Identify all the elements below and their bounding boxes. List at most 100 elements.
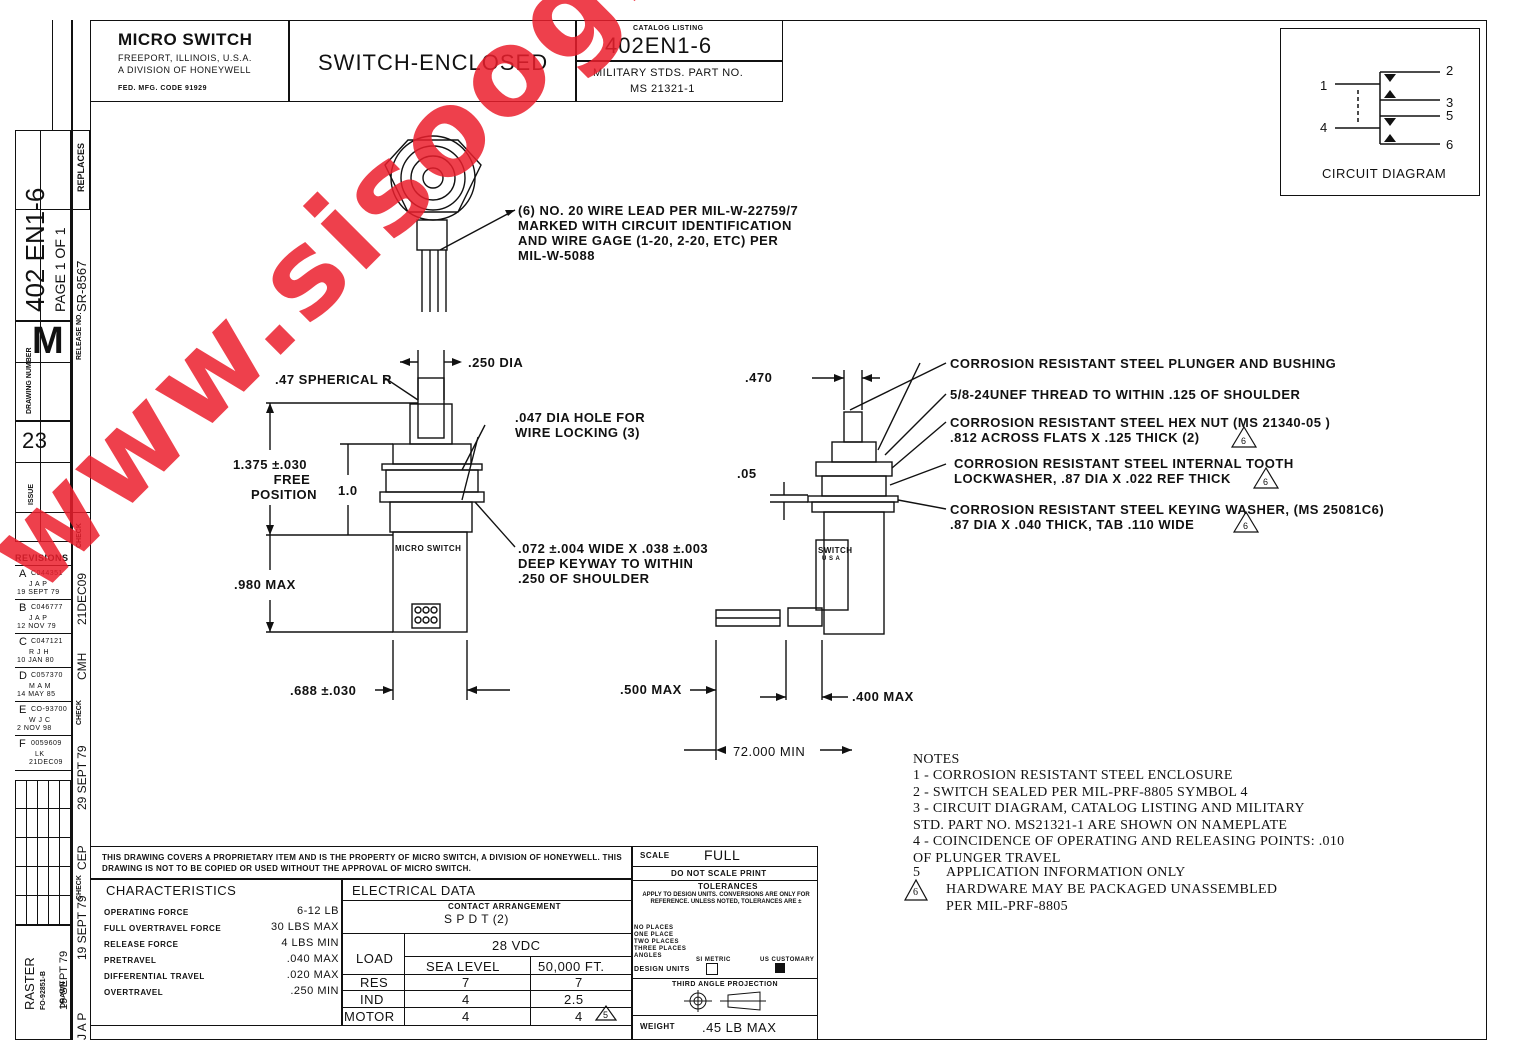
hole-callout: .047 DIA HOLE FOR WIRE LOCKING (3) xyxy=(515,410,646,440)
dim-1-0: 1.0 xyxy=(338,483,358,498)
pin-3: 3 xyxy=(1446,95,1454,110)
rev-row: A C044351 J A P 19 SEPT 79 xyxy=(15,565,71,600)
circuit-diagram-schematic xyxy=(1335,71,1440,145)
pin-6: 6 xyxy=(1446,137,1454,152)
mil-label: MILITARY STDS. PART NO. xyxy=(593,67,744,79)
note-5-text: APPLICATION INFORMATION ONLY xyxy=(946,865,1186,880)
free-position-callout: 1.375 ±.030 FREE POSITION xyxy=(232,457,318,502)
w-688-label: .688 ±.030 xyxy=(290,683,357,698)
min-72-label: 72.000 MIN xyxy=(733,744,806,759)
pin-1: 1 xyxy=(1320,78,1328,93)
company-address: FREEPORT, ILLINOIS, U.S.A. xyxy=(118,53,252,63)
note-6-number: 6 xyxy=(913,887,919,898)
char-row: OVERTRAVEL .250 MIN xyxy=(104,985,339,997)
scale-label: SCALE xyxy=(640,851,670,860)
scale-value: FULL xyxy=(704,847,741,863)
rev-row: B C046777 J A P 12 NOV 79 xyxy=(15,599,71,634)
max-980-label: .980 MAX xyxy=(234,577,296,592)
side-nameplate-usa: U S A xyxy=(822,556,841,562)
res-sea: 7 xyxy=(462,975,470,990)
voltage-label: 28 VDC xyxy=(492,938,541,953)
circuit-diagram-title: CIRCUIT DIAGRAM xyxy=(1322,166,1447,181)
body-nameplate: MICRO SWITCH xyxy=(395,544,462,553)
third-angle-projection-icon xyxy=(684,990,766,1012)
tolerances-title: TOLERANCES xyxy=(698,882,758,891)
hexnut-callout: CORROSION RESISTANT STEEL HEX NUT (MS 21… xyxy=(950,415,1331,445)
notes-title: NOTES xyxy=(913,752,960,767)
char-row: OPERATING FORCE 6-12 LB xyxy=(104,905,339,917)
rev-row: D C057370 M A M 14 MAY 85 xyxy=(15,667,71,702)
drawing-letter: M xyxy=(32,320,65,362)
tolerance-rows: NO PLACES ONE PLACE TWO PLACES THREE PLA… xyxy=(634,925,687,959)
us-customary-label: US CUSTOMARY xyxy=(760,957,815,963)
characteristics-table: OPERATING FORCE 6-12 LB FULL OVERTRAVEL … xyxy=(104,905,339,1001)
revisions-table: A C044351 J A P 19 SEPT 79 B C046777 J A… xyxy=(15,565,71,780)
note6-flag-3: 6 xyxy=(1243,521,1249,531)
fed-code: FED. MFG. CODE 91929 xyxy=(118,85,207,92)
company-division: A DIVISION OF HONEYWELL xyxy=(118,65,252,75)
pin-2: 2 xyxy=(1446,63,1454,78)
altitude-header: 50,000 FT. xyxy=(538,959,605,974)
note-item: 2 - SWITCH SEALED PER MIL-PRF-8805 SYMBO… xyxy=(913,784,1248,800)
load-header: LOAD xyxy=(356,951,394,966)
thread-callout: 5/8-24UNEF THREAD TO WITHIN .125 OF SHOU… xyxy=(950,387,1301,402)
proprietary-note: THIS DRAWING COVERS A PROPRIETARY ITEM A… xyxy=(102,853,622,873)
keyway-callout: .072 ±.004 WIDE X .038 ±.003 DEEP KEYWAY… xyxy=(518,541,709,586)
char-row: DIFFERENTIAL TRAVEL .020 MAX xyxy=(104,969,339,981)
keying-washer-callout: CORROSION RESISTANT STEEL KEYING WASHER,… xyxy=(950,502,1385,532)
note-item: 4 - COINCIDENCE OF OPERATING AND RELEASI… xyxy=(913,834,1345,849)
weight-label: WEIGHT xyxy=(640,1022,675,1031)
load-ind: IND xyxy=(360,992,384,1007)
rev-row: E CO-93700 W J C 2 NOV 98 xyxy=(15,701,71,736)
bottom-block xyxy=(90,846,818,1040)
note6-flag-2: 6 xyxy=(1263,477,1269,487)
notes-list: 1 - CORROSION RESISTANT STEEL ENCLOSURE … xyxy=(913,768,1344,867)
no-scale-note: DO NOT SCALE PRINT xyxy=(671,869,767,878)
dim-470: .470 xyxy=(745,370,773,385)
ind-alt: 2.5 xyxy=(564,992,584,1007)
note-6-text-2: PER MIL-PRF-8805 xyxy=(946,899,1068,914)
spherical-label: .47 SPHERICAL R xyxy=(275,372,393,387)
mil-value: MS 21321-1 xyxy=(630,83,695,95)
weight-value: .45 LB MAX xyxy=(702,1020,777,1035)
si-checkbox xyxy=(706,963,718,975)
pin-4: 4 xyxy=(1320,120,1328,135)
pin-5: 5 xyxy=(1446,108,1454,123)
tolerances-text: APPLY TO DESIGN UNITS. CONVERSIONS ARE O… xyxy=(642,892,810,905)
dia-250-label: .250 DIA xyxy=(468,355,524,370)
char-row: FULL OVERTRAVEL FORCE 30 LBS MAX xyxy=(104,921,339,933)
plunger-callout: CORROSION RESISTANT STEEL PLUNGER AND BU… xyxy=(950,356,1337,371)
ind-sea: 4 xyxy=(462,992,470,1007)
load-res: RES xyxy=(360,975,389,990)
revisions-label: REVISIONS xyxy=(15,553,69,563)
drawing-title: SWITCH-ENCLOSED xyxy=(318,50,549,75)
wire-lead-callout: (6) NO. 20 WIRE LEAD PER MIL-W-22759/7 M… xyxy=(518,203,799,263)
contact-arrangement: S P D T (2) xyxy=(444,912,509,926)
note-item: 1 - CORROSION RESISTANT STEEL ENCLOSURE xyxy=(913,768,1233,783)
dim-05: .05 xyxy=(737,466,757,481)
note6-flag-1: 6 xyxy=(1241,436,1247,446)
note-item: STD. PART NO. MS21321-1 ARE SHOWN ON NAM… xyxy=(913,817,1288,833)
motor-sea: 4 xyxy=(462,1009,470,1024)
characteristics-title: CHARACTERISTICS xyxy=(106,883,237,898)
note-item: 3 - CIRCUIT DIAGRAM, CATALOG LISTING AND… xyxy=(913,801,1305,816)
res-alt: 7 xyxy=(575,975,583,990)
catalog-label: CATALOG LISTING xyxy=(633,25,704,32)
motor-note-flag: 5 xyxy=(603,1010,609,1020)
company-name: MICRO SWITCH xyxy=(118,30,253,49)
char-row: PRETRAVEL .040 MAX xyxy=(104,953,339,965)
circuit-diagram-box xyxy=(1280,28,1480,196)
contact-arrangement-label: CONTACT ARRANGEMENT xyxy=(448,902,562,911)
rev-row: F 0059609 LK 21DEC09 xyxy=(15,735,71,771)
issue-value: 23 xyxy=(22,428,48,453)
us-checkbox xyxy=(775,963,785,973)
third-angle-label: THIRD ANGLE PROJECTION xyxy=(672,981,779,988)
si-metric-label: SI METRIC xyxy=(696,957,731,963)
note-5-number: 5 xyxy=(913,865,921,880)
top-view-hex xyxy=(384,139,482,213)
note-item: OF PLUNGER TRAVEL xyxy=(913,850,1061,866)
load-motor: MOTOR xyxy=(344,1009,395,1024)
side-nameplate: SWITCH xyxy=(818,546,853,555)
motor-alt: 4 xyxy=(575,1009,583,1024)
